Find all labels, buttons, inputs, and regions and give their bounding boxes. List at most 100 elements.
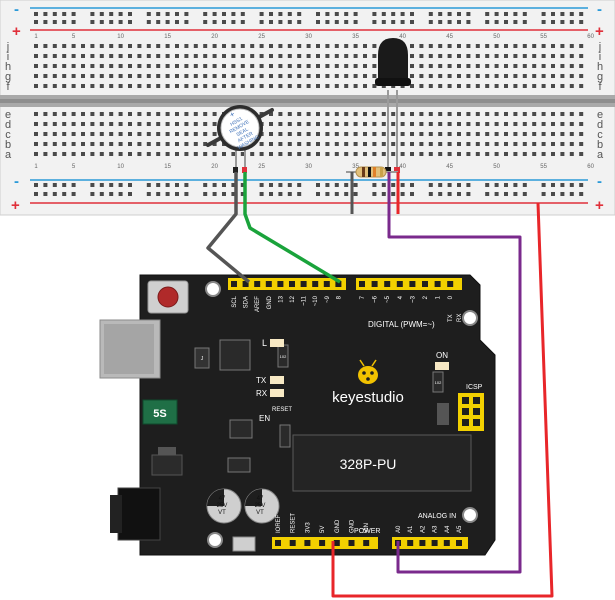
column-number: 10 xyxy=(117,164,124,170)
pin-label: IOREF xyxy=(276,514,282,533)
capacitor-right-mark: VT xyxy=(256,510,264,516)
pin-label: ~9 xyxy=(325,295,331,303)
header-pin xyxy=(289,540,296,546)
rail-plus-sign-bottom-left: + xyxy=(11,197,20,214)
row-letter: g xyxy=(597,71,603,83)
header-pin xyxy=(277,281,284,287)
column-number: 45 xyxy=(446,164,453,170)
row-letter: b xyxy=(597,139,603,151)
rail-minus-sign-bottom-right: - xyxy=(597,173,602,190)
pin-label: SCL xyxy=(232,295,238,307)
ic-mark-2: 102 xyxy=(435,380,442,385)
header-pin xyxy=(384,281,391,287)
pin-label: SDA xyxy=(244,296,250,308)
header-pin xyxy=(431,540,438,546)
on-label: ON xyxy=(436,351,448,360)
flame-sensor-body xyxy=(378,38,408,80)
row-letter: a xyxy=(597,149,604,161)
column-number: 50 xyxy=(493,34,500,40)
header-pin xyxy=(265,281,272,287)
en-label: EN xyxy=(259,414,270,423)
rail-plus-sign-top-right: + xyxy=(595,23,604,40)
column-number: 10 xyxy=(117,34,124,40)
column-number: 55 xyxy=(540,34,547,40)
column-number: 15 xyxy=(164,164,171,170)
buzzer-label-line-3: SEAL xyxy=(235,126,249,138)
row-letter: f xyxy=(6,81,10,93)
header-pin xyxy=(304,540,311,546)
icsp-pin xyxy=(462,408,469,415)
rail-minus-sign-top-left: - xyxy=(14,1,19,18)
column-number: 1 xyxy=(34,34,38,40)
header-pin xyxy=(348,540,355,546)
pin-label: AREF xyxy=(255,296,261,312)
header-pin xyxy=(335,281,342,287)
column-number: 30 xyxy=(305,164,312,170)
analog-label: ANALOG IN xyxy=(418,513,456,520)
pin-label: A2 xyxy=(420,525,426,533)
header-pin xyxy=(319,540,326,546)
row-letter: g xyxy=(5,71,11,83)
pin-label: 8 xyxy=(336,295,342,299)
column-number: 20 xyxy=(211,34,218,40)
column-number: 35 xyxy=(352,34,359,40)
pin-label: ~10 xyxy=(313,295,319,306)
header-pin xyxy=(300,281,307,287)
header-pin xyxy=(443,540,450,546)
rail-plus-sign-bottom-right: + xyxy=(595,197,604,214)
wire-green-pin9 xyxy=(243,172,341,284)
pin-label: 4 xyxy=(398,295,404,299)
column-number: 45 xyxy=(446,34,453,40)
row-letter: h xyxy=(597,61,603,73)
pin-label: VIN xyxy=(364,523,370,533)
row-letter: f xyxy=(598,81,602,93)
row-letter: c xyxy=(597,129,603,141)
header-pin xyxy=(289,281,295,287)
pin-label: A0 xyxy=(396,525,402,533)
rail-plus-sign-top-left: + xyxy=(12,23,21,40)
pin-label: 0 xyxy=(448,295,454,299)
pin-label: ~5 xyxy=(385,295,391,303)
chip-label: 328P-PU xyxy=(340,456,397,472)
icsp-pin xyxy=(473,419,480,426)
icsp-pin xyxy=(473,397,480,404)
header-pin xyxy=(419,540,426,546)
buzzer-label-line-1: HSS1 xyxy=(229,116,244,128)
led-rx-label: RX xyxy=(256,389,268,398)
row-letter: h xyxy=(5,61,11,73)
header-pin xyxy=(363,540,370,546)
capacitor-left-voltage: 25V xyxy=(217,503,228,509)
header-pin xyxy=(242,281,249,287)
row-letter: d xyxy=(597,119,603,131)
column-number: 20 xyxy=(211,164,218,170)
column-number: 40 xyxy=(399,164,406,170)
capacitor-right-value: 47 xyxy=(257,496,264,502)
row-letter: i xyxy=(7,51,9,63)
reset-label: RESET xyxy=(272,407,292,413)
pin-label: 1 xyxy=(436,295,442,299)
column-number: 60 xyxy=(587,34,594,40)
header-pin xyxy=(275,540,281,546)
pin-label: 7 xyxy=(360,295,366,299)
pin-label: GND xyxy=(350,519,356,533)
icsp-pin xyxy=(462,397,469,404)
header-pin xyxy=(231,281,237,287)
pin-label: ~11 xyxy=(302,295,308,305)
row-letter: i xyxy=(599,51,601,63)
fuse-label: 5S xyxy=(153,408,166,420)
row-letter: e xyxy=(5,109,11,121)
pin-label: ~3 xyxy=(410,295,416,303)
header-pin xyxy=(434,281,441,287)
pin-label: GND xyxy=(267,295,273,309)
small-chip-mark: J xyxy=(201,356,204,362)
brand-label: keyestudio xyxy=(332,389,404,406)
flame-sensor xyxy=(375,38,411,173)
pin-label: A5 xyxy=(457,525,463,533)
row-letter: j xyxy=(6,41,9,53)
power-label: POWER xyxy=(354,528,380,535)
column-number: 50 xyxy=(493,164,500,170)
column-number: 25 xyxy=(258,34,265,40)
buzzer: + HSS1 REMOVE SEAL AFTER WASHING xyxy=(206,105,274,173)
icsp-header xyxy=(458,393,484,431)
capacitor-right: 47 25V VT xyxy=(244,488,280,524)
